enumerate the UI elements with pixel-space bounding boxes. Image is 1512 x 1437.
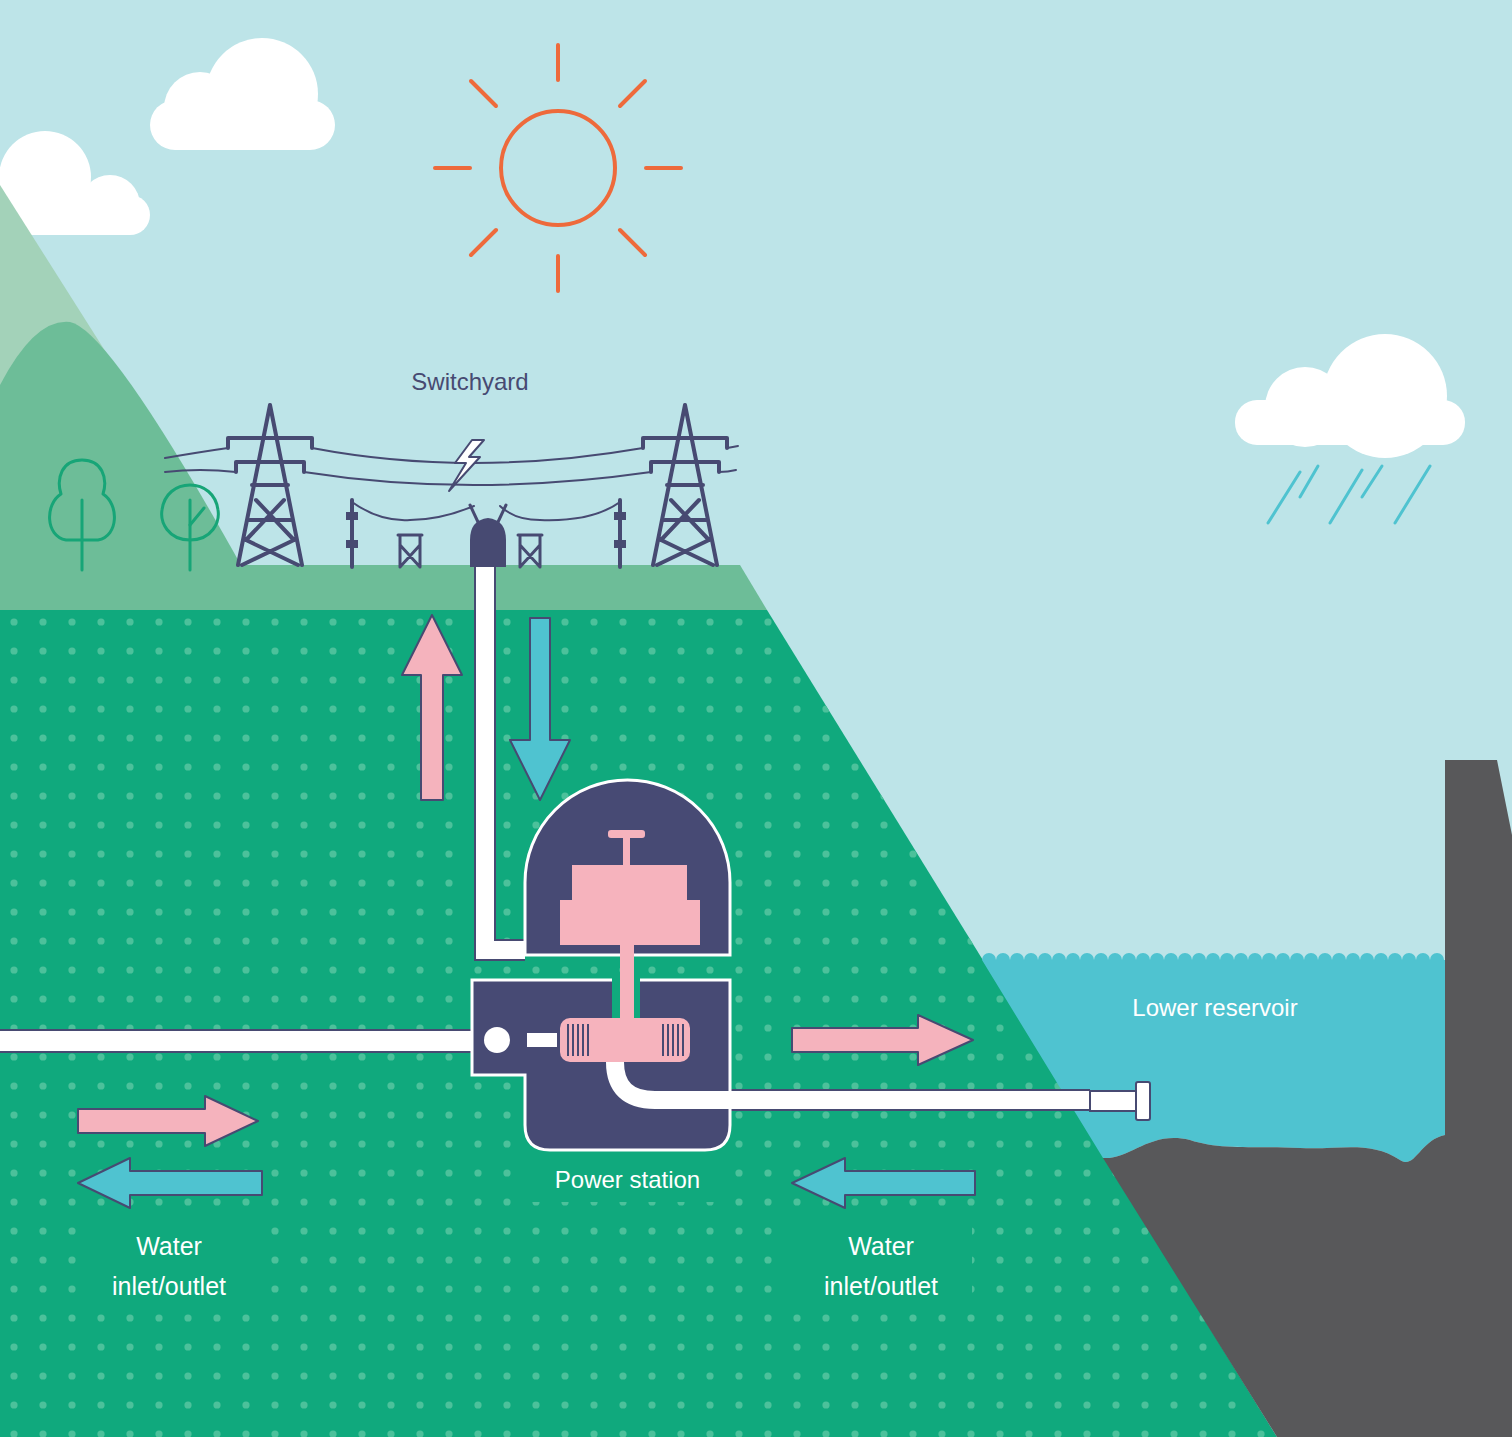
cavern-shape [615, 1062, 732, 1100]
lower-reservoir: Lower reservoir [1090, 955, 1445, 1150]
switchyard-parts [614, 512, 626, 520]
cavern-shape [525, 780, 730, 955]
tree [50, 460, 115, 570]
node-label: Power station [525, 1158, 730, 1202]
switchyard-art [165, 405, 738, 567]
tree [190, 508, 204, 525]
rain [1330, 470, 1362, 523]
cavern-shape [472, 980, 730, 1150]
sun [556, 45, 560, 80]
cavern-shape [560, 1018, 690, 1062]
sun [556, 256, 560, 291]
cavern-shape [484, 1027, 510, 1053]
flow-label: Water inlet/outlet [78, 1222, 260, 1310]
rain [1362, 466, 1382, 497]
node-label: Lower reservoir [1090, 991, 1340, 1025]
cloud [164, 72, 236, 144]
reservoir-water [982, 953, 1445, 1162]
back-mountain [0, 185, 242, 567]
sun [620, 81, 645, 106]
front-mountain [0, 322, 242, 567]
switchyard-parts [614, 540, 626, 548]
ground-surface [0, 565, 767, 610]
switchyard-art [352, 502, 620, 520]
switchyard: Switchyard [240, 365, 740, 567]
tree [162, 485, 219, 570]
rain-cloud [1265, 367, 1345, 447]
flow-label: Water inlet/outlet [790, 1222, 972, 1310]
pipe-connector [730, 1100, 1090, 1101]
node-label: Switchyard [370, 367, 570, 397]
pipe-nozzle [1090, 955, 1170, 1150]
cloud [80, 175, 140, 235]
sun [471, 81, 496, 106]
cavern-shape [527, 1033, 557, 1047]
tree [81, 500, 84, 570]
switchyard-parts [346, 512, 626, 567]
pipe-core [730, 1091, 1090, 1109]
pipe-core [485, 567, 525, 950]
cavern-shape [620, 945, 634, 1025]
flow-arrow [510, 618, 570, 800]
switchyard-art [228, 405, 312, 565]
pipe-connector [485, 567, 525, 950]
cavern-shape [560, 865, 700, 945]
sun [646, 166, 681, 170]
cavern-shape [472, 780, 730, 1150]
rain [1300, 466, 1318, 497]
flow-arrow [78, 1158, 262, 1208]
upper-pipe [0, 1031, 474, 1051]
cloud [0, 131, 150, 235]
switchyard-art [165, 446, 738, 485]
rain-cloud [1235, 334, 1465, 458]
sun [501, 111, 615, 225]
cavern-shape [623, 836, 630, 866]
switchyard-art [643, 405, 727, 565]
upper-pipe [0, 1029, 474, 1053]
rain [1268, 466, 1430, 523]
cloud [150, 38, 335, 150]
power-station: Power station [525, 780, 730, 1150]
flow-arrow [402, 615, 462, 800]
flow-arrow [78, 615, 975, 1208]
pipe-nozzle [1090, 1091, 1136, 1111]
switchyard-parts [470, 518, 506, 567]
pipe-outline [730, 1089, 1090, 1111]
rain [1395, 466, 1430, 523]
sun [620, 230, 645, 255]
switchyard-parts [346, 512, 358, 520]
pipe-outline [485, 567, 525, 950]
cavern-shape [608, 830, 645, 838]
pipe-nozzle [1136, 1082, 1150, 1120]
switchyard-parts [346, 540, 358, 548]
sun [435, 45, 681, 291]
cavern-shape [568, 1024, 683, 1056]
switchyard-art [352, 500, 620, 567]
flow-arrow [792, 1015, 973, 1065]
tree [189, 500, 192, 570]
sun [435, 166, 470, 170]
lightning-symbol [449, 440, 484, 491]
upper-pipe [0, 1041, 474, 1042]
sun [471, 230, 496, 255]
dam-and-bed [1103, 760, 1512, 1437]
flow-arrow [792, 1158, 975, 1208]
rain [1268, 472, 1300, 523]
flow-arrow [78, 1096, 258, 1146]
